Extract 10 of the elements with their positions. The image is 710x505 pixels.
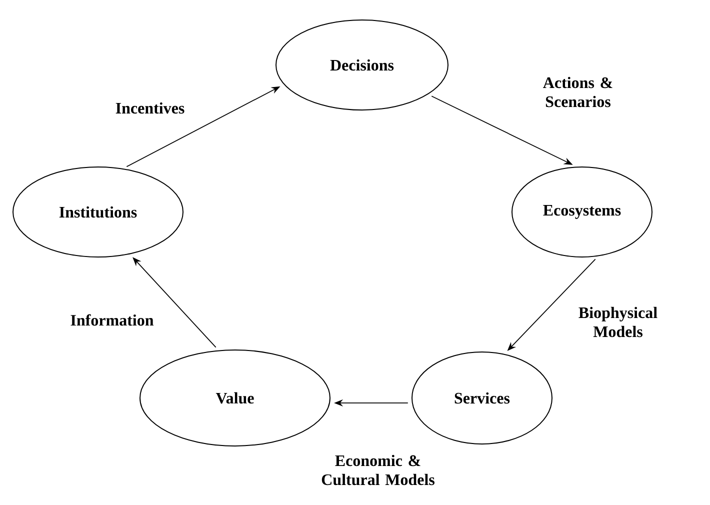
ellipse-node: Ecosystems <box>512 166 652 258</box>
edge-label: Biophysical Models <box>578 306 658 338</box>
ellipse-node: Institutions <box>12 166 184 258</box>
ellipse-node: Services <box>412 351 552 444</box>
edge-label: Information <box>70 314 154 326</box>
edge-label: Economic & Cultural Models <box>322 454 434 486</box>
edge-label: Actions & Scenarios <box>543 76 612 108</box>
ellipse-node: Decisions <box>276 20 448 110</box>
ellipse-node: Value <box>140 349 330 446</box>
edge-label: Incentives <box>116 102 184 114</box>
